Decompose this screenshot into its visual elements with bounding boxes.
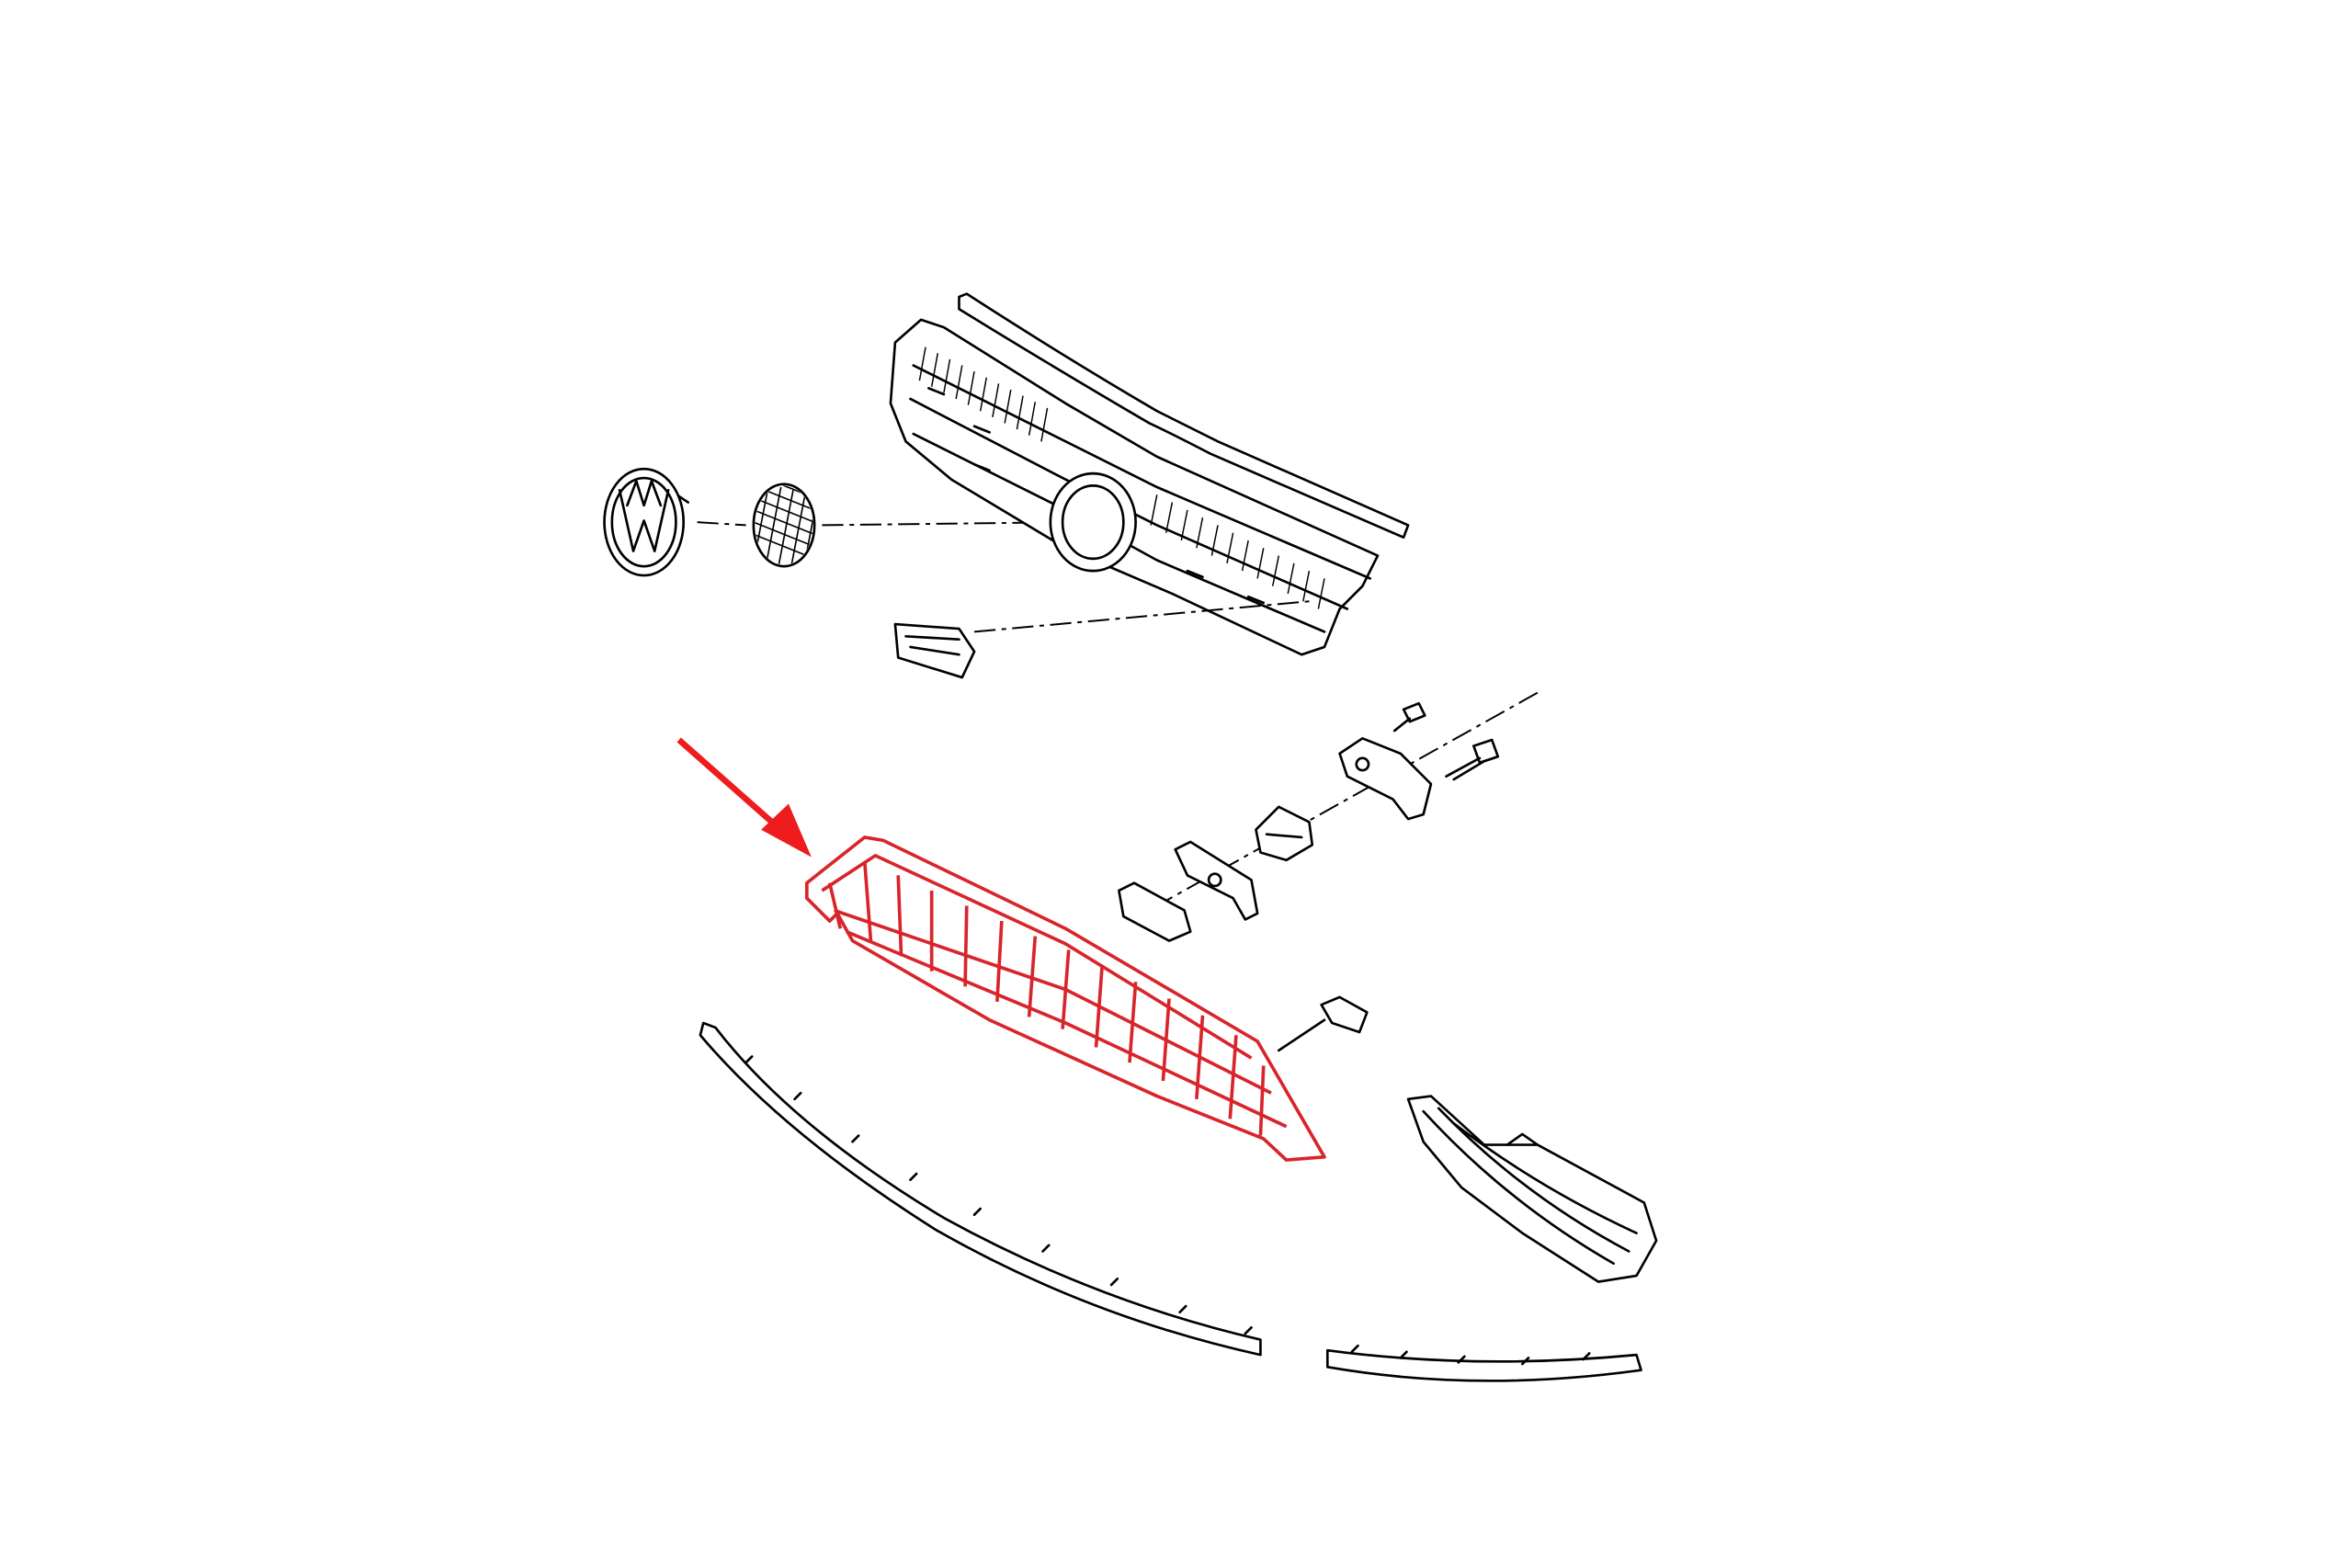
grille-retaining-clip[interactable] <box>1277 995 1369 1052</box>
holder-clip[interactable] <box>1118 881 1192 942</box>
highlight-arrow <box>676 737 812 858</box>
upper-radiator-grille[interactable] <box>889 318 1380 656</box>
vw-emblem[interactable] <box>603 467 689 577</box>
sensor[interactable] <box>1255 805 1314 862</box>
upper-trim-strip[interactable] <box>958 292 1410 540</box>
grille-clip[interactable] <box>893 622 976 679</box>
small-screw[interactable] <box>1392 701 1426 733</box>
fog-light-grille[interactable] <box>1406 1095 1658 1283</box>
lower-trim-strip[interactable] <box>699 1021 1262 1357</box>
bolt[interactable] <box>1445 738 1500 781</box>
sensor-holder[interactable] <box>1174 840 1259 921</box>
lower-grille-highlighted[interactable] <box>805 835 1326 1162</box>
side-trim-strip[interactable] <box>1325 1344 1642 1382</box>
mounting-bracket[interactable] <box>1338 736 1433 821</box>
emblem-mesh-insert[interactable] <box>746 471 823 575</box>
